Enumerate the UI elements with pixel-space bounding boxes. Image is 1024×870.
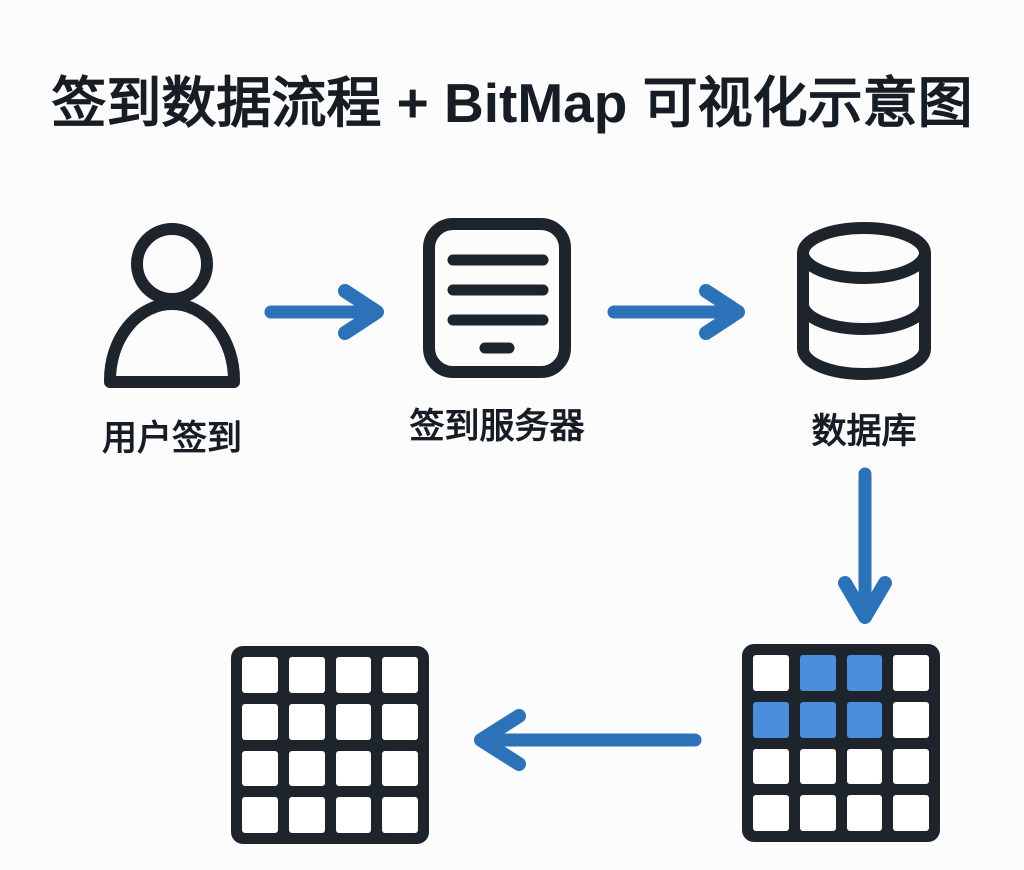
bitmap-cell bbox=[382, 750, 418, 787]
bitmap-cell bbox=[335, 657, 372, 693]
node-label-user: 用户签到 bbox=[101, 419, 242, 458]
node-label-server: 签到服务器 bbox=[409, 407, 585, 446]
flow-node-database: 数据库 bbox=[774, 217, 954, 454]
server-icon bbox=[423, 218, 571, 378]
bitmap-cell bbox=[799, 748, 836, 785]
bitmap-cell bbox=[242, 657, 278, 693]
arrow-left-icon bbox=[474, 709, 702, 771]
bitmap-cell bbox=[288, 657, 325, 693]
bitmap-cell bbox=[753, 655, 789, 691]
bitmap-cell bbox=[893, 748, 929, 785]
bitmap-cell bbox=[753, 701, 789, 738]
flow-node-server: 签到服务器 bbox=[407, 218, 587, 449]
node-label-database: 数据库 bbox=[811, 412, 917, 451]
bitmap-cell bbox=[893, 655, 929, 691]
bitmap-cell bbox=[799, 795, 836, 831]
bitmap-cell bbox=[753, 795, 789, 831]
arrow-right-icon bbox=[607, 284, 745, 340]
database-icon bbox=[797, 222, 931, 380]
bitmap-cell bbox=[893, 795, 929, 831]
arrow-down-icon bbox=[838, 467, 892, 624]
bitmap-cell bbox=[846, 655, 883, 691]
arrow-right-icon bbox=[264, 284, 384, 340]
bitmap-cell bbox=[242, 703, 278, 740]
flow-node-user: 用户签到 bbox=[82, 220, 262, 461]
bitmap-cell bbox=[288, 797, 325, 833]
bitmap-cell bbox=[288, 703, 325, 740]
bitmap-grid-filled bbox=[742, 644, 940, 842]
bitmap-cell bbox=[242, 750, 278, 787]
bitmap-cell bbox=[799, 701, 836, 738]
bitmap-grid-empty bbox=[231, 646, 429, 844]
bitmap-cell bbox=[846, 748, 883, 785]
user-icon bbox=[104, 223, 240, 388]
bitmap-cell bbox=[846, 795, 883, 831]
bitmap-cell bbox=[288, 750, 325, 787]
bitmap-cell bbox=[799, 655, 836, 691]
bitmap-cell bbox=[382, 657, 418, 693]
bitmap-cell bbox=[335, 703, 372, 740]
bitmap-cell bbox=[242, 797, 278, 833]
bitmap-cell bbox=[846, 701, 883, 738]
bitmap-cell bbox=[335, 750, 372, 787]
bitmap-cell bbox=[382, 703, 418, 740]
bitmap-cell bbox=[382, 797, 418, 833]
page-title: 签到数据流程 + BitMap 可视化示意图 bbox=[51, 72, 973, 134]
bitmap-cell bbox=[893, 701, 929, 738]
bitmap-cell bbox=[753, 748, 789, 785]
bitmap-cell bbox=[335, 797, 372, 833]
